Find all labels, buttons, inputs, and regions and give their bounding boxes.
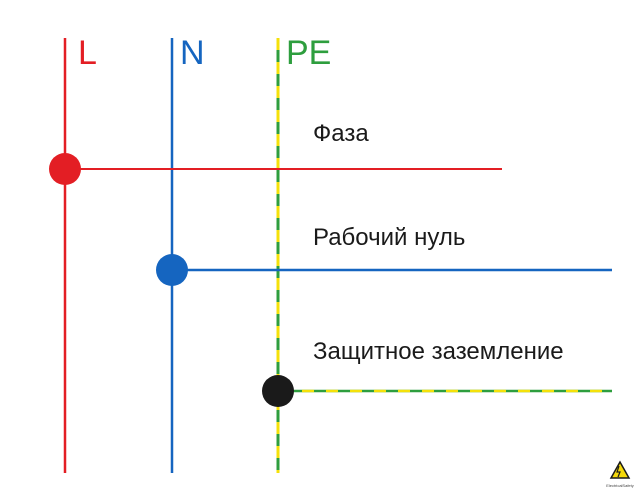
logo: ElectricalSafety bbox=[606, 460, 634, 488]
warning-triangle-icon bbox=[609, 460, 631, 479]
phase-bus-label: L bbox=[78, 34, 97, 72]
logo-caption: ElectricalSafety bbox=[606, 483, 634, 488]
pe-description: Защитное заземление bbox=[313, 338, 564, 365]
pe-bus-label: PE bbox=[286, 34, 331, 72]
neutral-description: Рабочий нуль bbox=[313, 224, 465, 251]
phase-connection-dot bbox=[49, 153, 81, 185]
pe-connection-dot bbox=[262, 375, 294, 407]
neutral-bus-label: N bbox=[180, 34, 205, 72]
phase-description: Фаза bbox=[313, 120, 369, 147]
neutral-connection-dot bbox=[156, 254, 188, 286]
